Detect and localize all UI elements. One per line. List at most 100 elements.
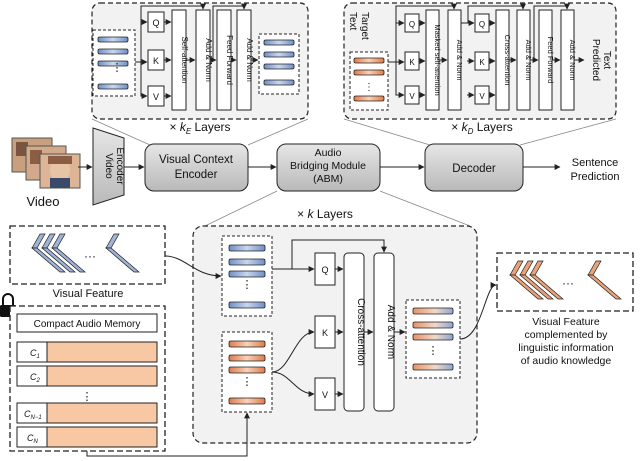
visual-feature-to-abm-arrow — [164, 255, 222, 279]
svg-text:C1: C1 — [30, 348, 40, 360]
decoder-k2-label: K — [479, 58, 485, 67]
visual-feature-ellipsis: ··· — [84, 249, 96, 263]
decoder-k-label: K — [409, 58, 415, 67]
encoder-add-norm-2-label: Add & Norm — [245, 38, 254, 82]
decoder-v-label: V — [409, 92, 415, 101]
abm-visual-token — [228, 270, 266, 278]
encoder-input-token — [97, 36, 129, 43]
svg-text:CN−1: CN−1 — [24, 409, 42, 421]
decoder-cross-attention-label: Cross-attention — [503, 35, 512, 86]
encoder-input-token — [97, 83, 129, 90]
memory-title: Compact Audio Memory — [34, 319, 141, 330]
memory-to-abm-arrow — [86, 412, 250, 457]
visual-feature-tokens — [31, 233, 140, 273]
sentence-prediction-line2: Prediction — [571, 171, 620, 183]
decoder-masked-attention-label: Masked self-attention — [433, 24, 442, 95]
encoder-output-token — [263, 79, 295, 86]
visual-context-encoder — [144, 143, 249, 192]
output-caption-line3: linguistic information — [518, 342, 613, 354]
decoder-input-ellipsis: ⋮ — [364, 82, 374, 93]
visual-feature-token — [41, 247, 76, 273]
output-feature-token — [509, 274, 544, 300]
memory-slot-c1: C1 — [16, 341, 158, 363]
visual-feature-token — [51, 247, 86, 273]
abm-v-label: V — [322, 390, 328, 400]
video-label: Video — [26, 194, 59, 209]
abm-output-token — [412, 363, 454, 371]
decoder-layer-panel: Target Text ⋮ Q K V Masked self-attentio… — [343, 2, 617, 120]
abm-repeat-label: × k Layers — [297, 207, 353, 221]
encoder-output-token — [263, 39, 295, 46]
output-caption-line1: Visual Feature — [532, 316, 600, 328]
decoder-add-norm-2-label: Add & Norm — [524, 40, 533, 81]
abm-add-norm-label: Add & Norm — [385, 305, 396, 359]
encoder-v-label: V — [153, 92, 159, 102]
decoder-q2-label: Q — [479, 20, 485, 29]
encoder-output-token — [263, 51, 295, 58]
output-feature-tokens — [509, 260, 622, 300]
decoder-add-norm-3-label: Add & Norm — [568, 40, 577, 81]
decoder-input-token — [353, 95, 385, 102]
encoder-layer-panel: ⋮ Q K V Self-attention Add & Norm Feed F… — [91, 2, 309, 120]
memory-slot-cn-1: CN−1 — [16, 402, 158, 424]
svg-text:C2: C2 — [30, 372, 41, 384]
predicted-text-line1: Predicted — [590, 39, 601, 81]
memory-slot-cn: CN — [16, 426, 158, 448]
decoder-add-norm-1-box — [447, 9, 462, 111]
abm-k-label: K — [322, 328, 328, 338]
abm-visual-token — [228, 244, 266, 252]
encoder-feed-forward-label: Feed Forward — [225, 35, 234, 85]
video-encoder-line2: Encoder — [114, 147, 125, 185]
abm-memory-token — [228, 340, 266, 348]
decoder-feed-forward-label: Feed Forward — [546, 37, 555, 84]
memory-ellipsis: ⋮ — [82, 391, 93, 403]
abm-line3: (ABM) — [313, 173, 343, 185]
abm-connections — [271, 239, 406, 397]
visual-context-encoder-line1: Visual Context — [159, 154, 234, 166]
memory-slot-c2: C2 — [16, 365, 158, 387]
output-caption-line4: of audio knowledge — [521, 355, 612, 367]
video-frames-icon — [11, 137, 81, 189]
abm-output-token — [412, 307, 454, 315]
encoder-self-attention-label: Self-attention — [180, 36, 189, 83]
output-feature-token — [529, 274, 564, 300]
visual-feature-token — [105, 247, 140, 273]
abm-to-output-arrow — [459, 282, 497, 340]
abm-memory-ellipsis: ⋮ — [242, 376, 253, 388]
abm-visual-token — [228, 258, 266, 266]
abm-line2: Bridging Module — [290, 160, 366, 172]
abm-memory-token — [228, 354, 266, 362]
encoder-connections — [135, 3, 259, 99]
video-encoder-shape — [92, 127, 125, 206]
encoder-q-label: Q — [152, 18, 159, 28]
target-text-line1: Target — [359, 12, 370, 40]
decoder-repeat-label: × kD Layers — [451, 120, 512, 136]
encoder-k-label: K — [153, 56, 159, 66]
abm-cross-attention-label: Cross-attention — [355, 298, 366, 366]
abm-layer-panel: ⋮ ⋮ Q K V Cross-attention Add & Norm ⋮ — [192, 225, 478, 444]
abm-output-token — [412, 333, 454, 341]
decoder-input-token — [353, 69, 385, 76]
decoder-add-norm-1-label: Add & Norm — [455, 40, 464, 81]
output-feature-token — [519, 274, 554, 300]
decoder-input-token — [353, 57, 385, 64]
svg-text:CN: CN — [27, 433, 39, 445]
sentence-prediction-line1: Sentence — [572, 157, 618, 169]
abm-memory-token — [228, 366, 266, 374]
visual-feature-label: Visual Feature — [53, 288, 124, 300]
encoder-input-token — [97, 48, 129, 55]
output-caption-line2: complemented by — [525, 329, 609, 341]
visual-feature-token — [31, 247, 66, 273]
abm-output-ellipsis: ⋮ — [428, 345, 439, 357]
decoder-v2-label: V — [479, 92, 485, 101]
encoder-repeat-label: × kE Layers — [169, 120, 230, 136]
abm-visual-ellipsis: ⋮ — [242, 279, 253, 291]
encoder-output-token — [263, 63, 295, 70]
decoder-connections — [388, 3, 585, 98]
target-text-line2: Text — [347, 12, 358, 31]
visual-feature-box — [9, 225, 166, 285]
abm-output-token — [412, 321, 454, 329]
decoder-label: Decoder — [452, 163, 496, 175]
abm-line1: Audio — [315, 147, 342, 159]
